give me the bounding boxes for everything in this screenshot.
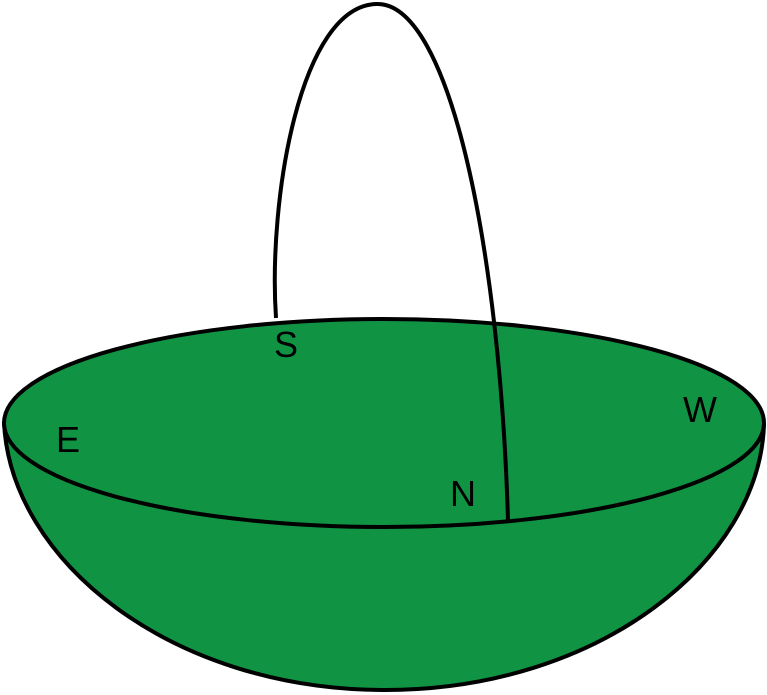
meridian-arc (272, 1, 510, 521)
label-south: S (274, 324, 298, 365)
label-north: N (450, 473, 476, 514)
horizon-ellipse (2, 317, 766, 529)
label-west: W (683, 389, 717, 430)
label-east: E (56, 419, 80, 460)
